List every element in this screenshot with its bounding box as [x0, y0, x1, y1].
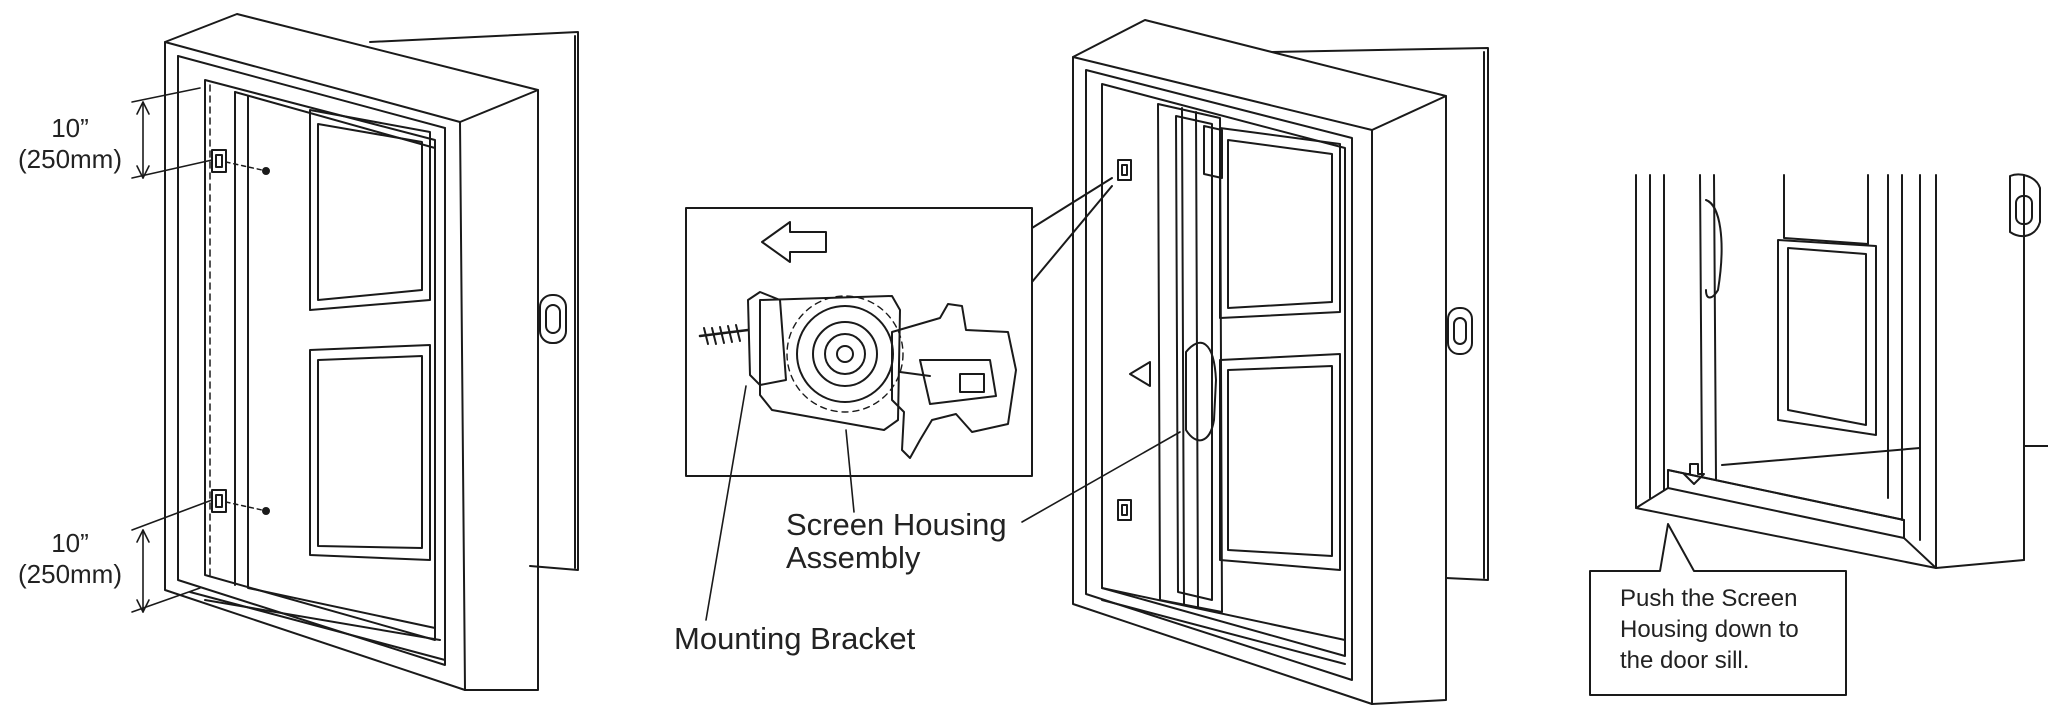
callout-line2: Housing down to: [1620, 616, 1799, 643]
callout-text: Push the Screen Housing down to the door…: [1590, 571, 1846, 695]
dimension-top: 10” (250mm): [10, 113, 130, 175]
callout-line1: Push the Screen: [1620, 585, 1798, 612]
door-frame-center: [1072, 19, 1489, 705]
dimension-bottom-mm: (250mm): [17, 559, 122, 589]
door-frame-right: [1635, 173, 2048, 569]
dimension-bottom-inches: 10”: [51, 528, 89, 558]
door-frame-left: [164, 13, 579, 691]
leader-lines: [705, 385, 1181, 621]
label-mounting-bracket: Mounting Bracket: [674, 621, 916, 656]
label-screen-housing-line2: Assembly: [786, 540, 921, 575]
callout-line3: the door sill.: [1620, 647, 1750, 674]
label-screen-housing-assembly: Screen Housing Assembly: [786, 508, 1007, 574]
dimension-lines: [131, 87, 213, 613]
dimension-top-mm: (250mm): [17, 144, 122, 174]
dimension-bottom: 10” (250mm): [10, 528, 130, 590]
callout-box: [1589, 523, 1847, 696]
label-screen-housing-line1: Screen Housing: [786, 507, 1007, 542]
detail-inset: [685, 177, 1113, 477]
dimension-top-inches: 10”: [51, 113, 89, 143]
